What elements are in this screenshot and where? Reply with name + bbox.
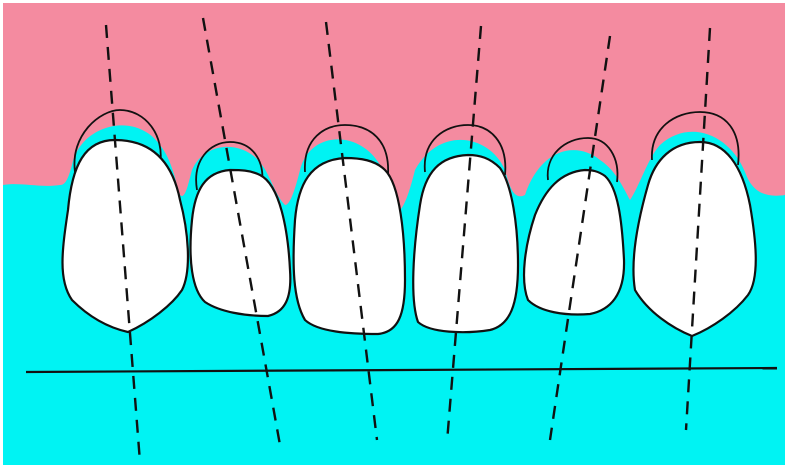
left-central-incisor-crown — [413, 155, 518, 332]
right-canine-crown — [63, 140, 188, 332]
right-lateral-incisor-crown — [191, 170, 291, 316]
right-central-incisor-crown — [294, 158, 405, 334]
